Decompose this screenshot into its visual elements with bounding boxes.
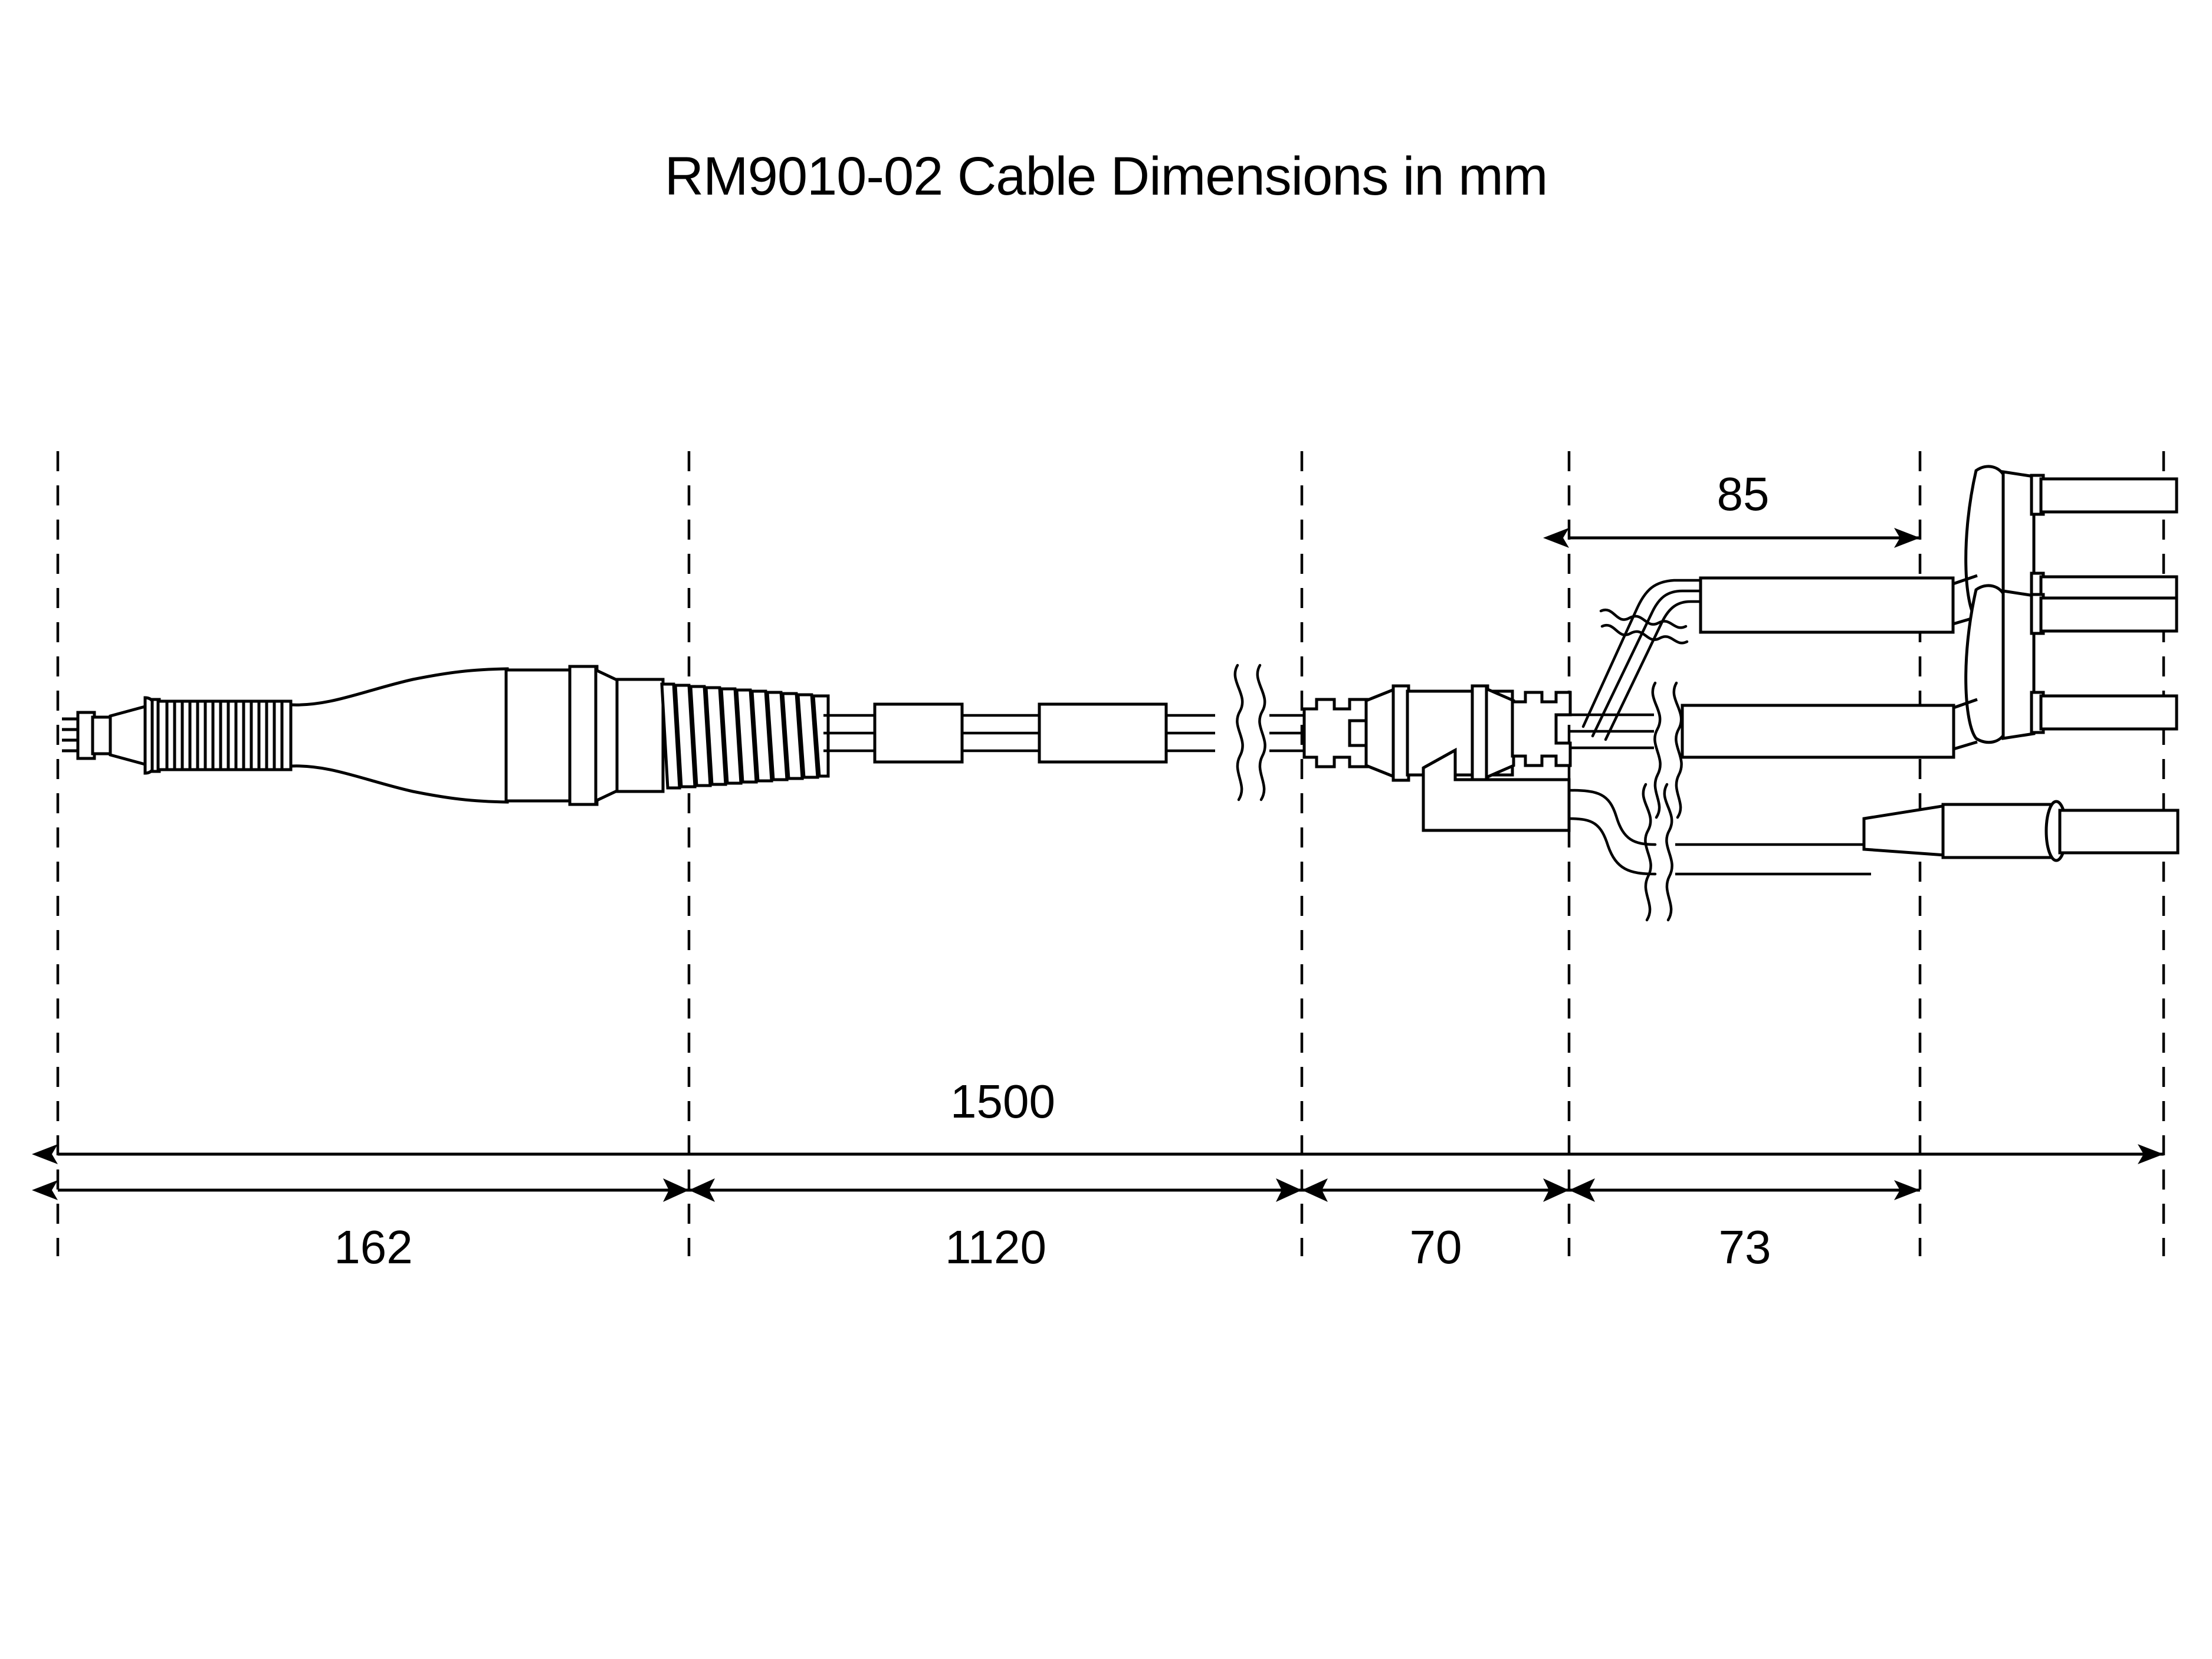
- connector-shoulder: [594, 668, 620, 803]
- splitter-left-cone: [1364, 686, 1397, 780]
- splitter-left-ferrule: [1302, 698, 1369, 768]
- splitter-right-cone: [1485, 686, 1515, 780]
- dimension-70-label: 70: [1410, 1221, 1462, 1273]
- connector-body-collar: [568, 665, 599, 806]
- dimension-73-label: 73: [1719, 1221, 1771, 1273]
- break-symbol-upper-branch: [1599, 608, 1689, 645]
- dimension-162-label: 162: [334, 1221, 412, 1273]
- dimension-chain: 162 1120 70 73: [32, 1178, 1920, 1273]
- extension-lines: [56, 451, 2165, 1256]
- splitter-right-ferrule: [1511, 691, 1572, 767]
- middle-branch: [1569, 584, 2178, 819]
- splitter-lower-boot-edge: [1422, 748, 1456, 770]
- connector-knurl-grip: [156, 699, 293, 771]
- probe-tip-barrel: [1862, 800, 2180, 862]
- connector-body-segment-c: [615, 678, 665, 793]
- upper-branch-lead-body: [1699, 576, 1955, 634]
- break-symbol-lower-branch: [1642, 783, 1673, 922]
- dimension-1120-label: 1120: [945, 1221, 1046, 1273]
- inline-splitter: [1302, 684, 1572, 832]
- page-title: RM9010-02 Cable Dimensions in mm: [665, 146, 1548, 206]
- spring-strain-relief: [660, 682, 830, 790]
- dimension-1500-label: 1500: [950, 1075, 1055, 1128]
- connector-nose-inner: [91, 715, 113, 755]
- dimension-chain-ticks: [663, 1178, 1595, 1202]
- middle-branch-lead-body: [1681, 704, 1955, 759]
- left-connector-assembly: [62, 665, 830, 806]
- connector-body-bulge: [289, 667, 509, 804]
- dimension-85: 85: [1543, 468, 1920, 548]
- break-symbol-main: [1233, 663, 1266, 801]
- dimension-1500: 1500: [32, 1075, 2164, 1164]
- lower-branch: [1567, 783, 2180, 922]
- dimension-85-label: 85: [1717, 468, 1770, 520]
- main-cable-run: [823, 663, 1305, 801]
- break-symbol-middle-branch: [1651, 681, 1683, 819]
- connector-nose-taper: [109, 704, 147, 767]
- cable-sleeve-2: [1038, 702, 1168, 764]
- cable-sleeve-1: [873, 702, 964, 764]
- upper-branch: [1581, 465, 2178, 741]
- dual-pin-plug-middle: [1953, 584, 2178, 751]
- connector-body-segment-a: [504, 668, 573, 803]
